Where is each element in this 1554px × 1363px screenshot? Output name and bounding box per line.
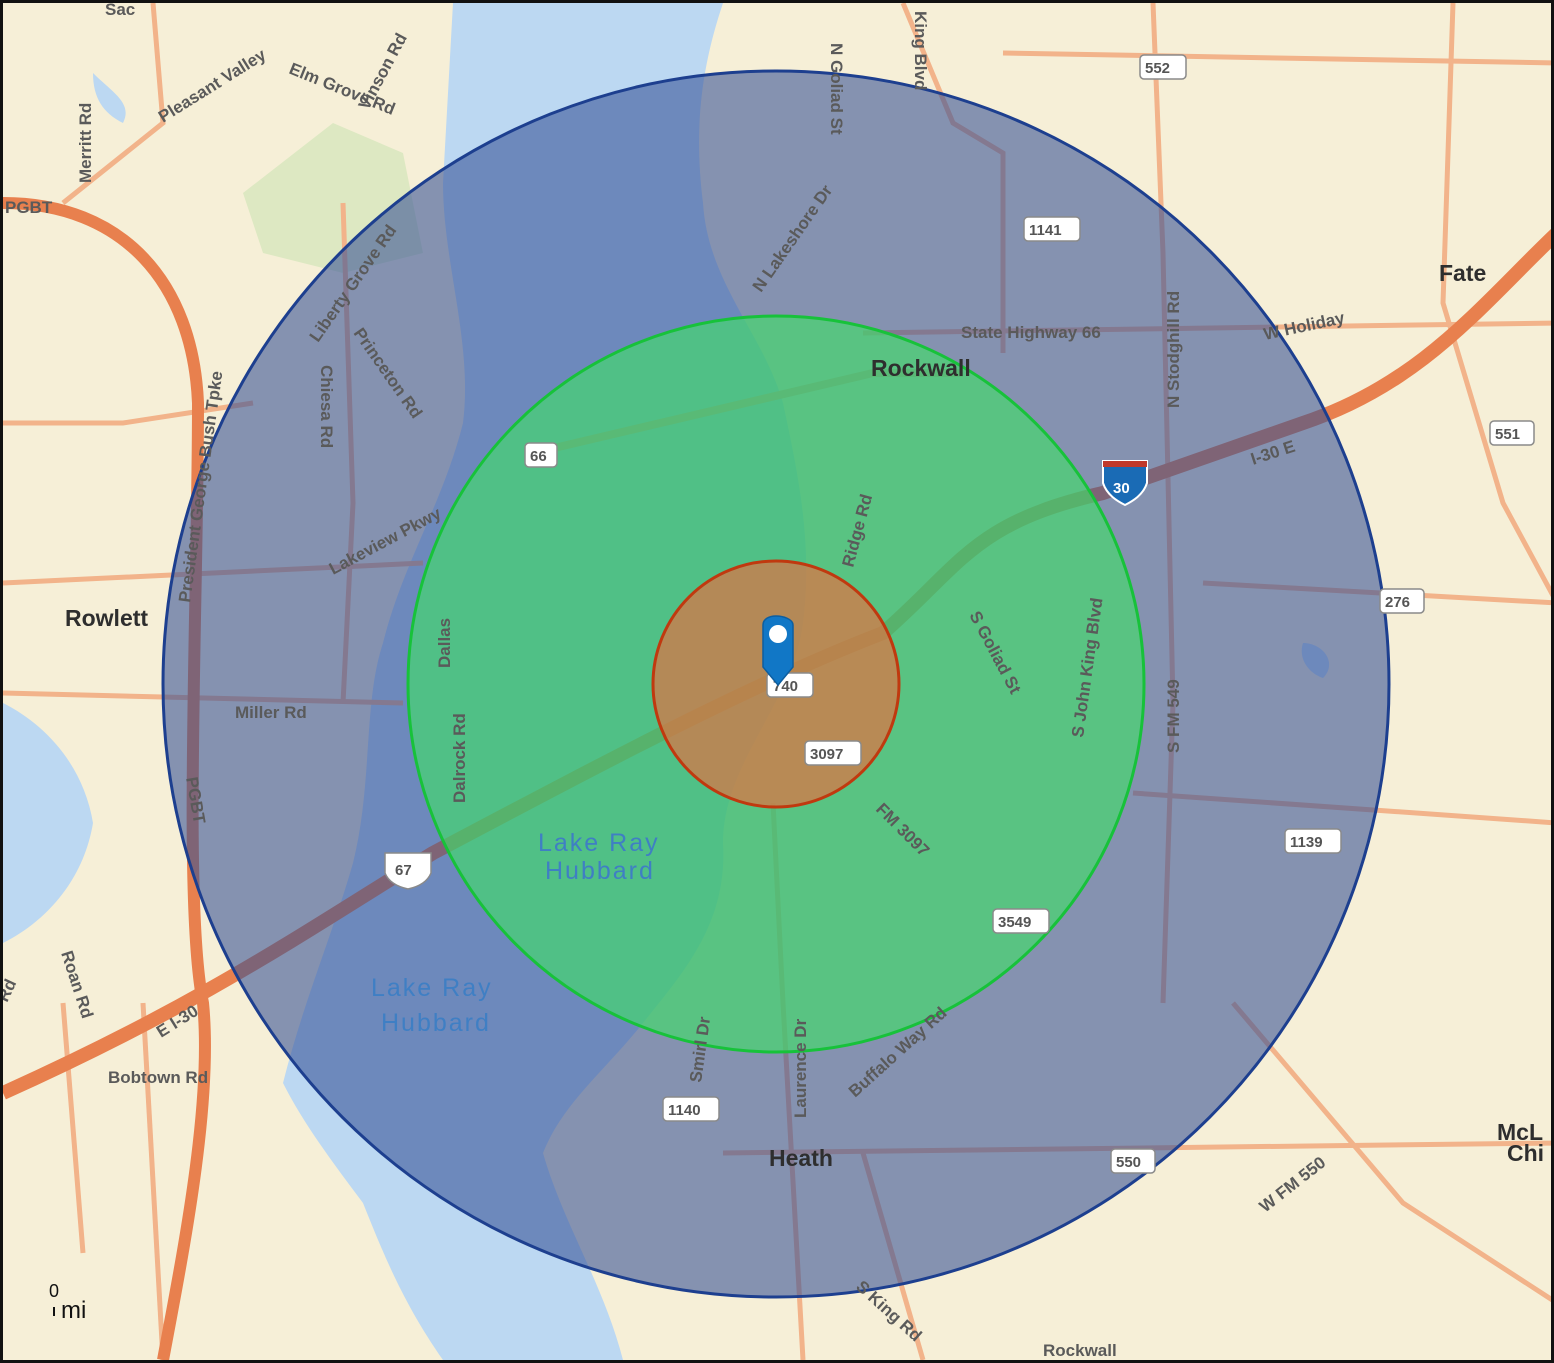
shield-552: 552: [1139, 54, 1187, 80]
svg-text:67: 67: [395, 862, 412, 879]
svg-text:1141: 1141: [1029, 222, 1062, 239]
water-label-line1: Lake Ray: [538, 829, 660, 857]
road-label-bobtown: Bobtown Rd: [108, 1068, 208, 1087]
svg-text:3549: 3549: [998, 914, 1031, 931]
place-rockwall-bottom: Rockwall: [1043, 1341, 1117, 1360]
svg-text:551: 551: [1495, 426, 1520, 443]
road-label-pgbt-top: PGBT: [5, 198, 53, 217]
shield-550: 550: [1110, 1148, 1156, 1174]
shield-3097: 3097: [804, 740, 862, 766]
svg-text:30: 30: [1113, 480, 1130, 497]
shield-1140: 1140: [662, 1096, 720, 1122]
scale-unit: mi: [61, 1297, 87, 1324]
svg-text:66: 66: [530, 448, 547, 465]
road-label-miller: Miller Rd: [235, 703, 307, 722]
svg-text:1140: 1140: [668, 1102, 701, 1119]
road-label-laurence: Laurence Dr: [791, 1018, 810, 1118]
svg-text:552: 552: [1145, 60, 1170, 77]
shield-i30: 30: [1102, 460, 1148, 507]
shield-3549: 3549: [992, 908, 1050, 934]
road-label-state-hwy-66: State Highway 66: [961, 323, 1101, 342]
road-label-king-blvd: King Blvd: [911, 11, 930, 90]
shield-276: 276: [1379, 588, 1425, 614]
water-label-line2: Hubbard: [545, 857, 655, 885]
shield-1141: 1141: [1023, 216, 1081, 242]
svg-text:550: 550: [1116, 1154, 1141, 1171]
scale-tick: [53, 1307, 55, 1316]
svg-text:276: 276: [1385, 594, 1410, 611]
pond: [93, 73, 126, 123]
lake-arm-west: [3, 703, 93, 943]
road-label-s-fm549: S FM 549: [1164, 679, 1183, 753]
shield-us67: 67: [384, 852, 432, 890]
road-label-sac: Sac: [105, 3, 135, 19]
shield-1139: 1139: [1284, 828, 1342, 854]
shield-66: 66: [524, 442, 558, 468]
place-mclendon: McL: [1497, 1119, 1543, 1145]
road-label-chiesa: Chiesa Rd: [317, 365, 336, 448]
scale-bar: 0 mi: [45, 1281, 125, 1331]
place-fate: Fate: [1439, 260, 1486, 286]
scale-zero: 0: [49, 1281, 60, 1301]
place-chisholm: Chi: [1507, 1140, 1544, 1166]
water-label-line1-b: Lake Ray: [371, 974, 493, 1002]
road-label-dallas: Dallas: [435, 618, 454, 668]
place-rowlett: Rowlett: [65, 605, 148, 631]
map-svg: Rockwall Rowlett Fate Heath McL Chi Rock…: [3, 3, 1551, 1360]
road-label-n-goliad: N Goliad St: [827, 43, 846, 135]
map-pin-icon[interactable]: [762, 615, 794, 687]
road-label-dalrock: Dalrock Rd: [450, 713, 469, 803]
svg-text:3097: 3097: [810, 746, 843, 763]
water-label-line2-b: Hubbard: [381, 1009, 491, 1037]
road-label-n-stodghill: N Stodghill Rd: [1164, 291, 1183, 408]
road-label-merritt: Merritt Rd: [76, 103, 95, 183]
shield-551: 551: [1489, 420, 1535, 446]
svg-text:1139: 1139: [1290, 834, 1323, 851]
place-heath: Heath: [769, 1145, 833, 1171]
place-rockwall: Rockwall: [871, 355, 971, 381]
